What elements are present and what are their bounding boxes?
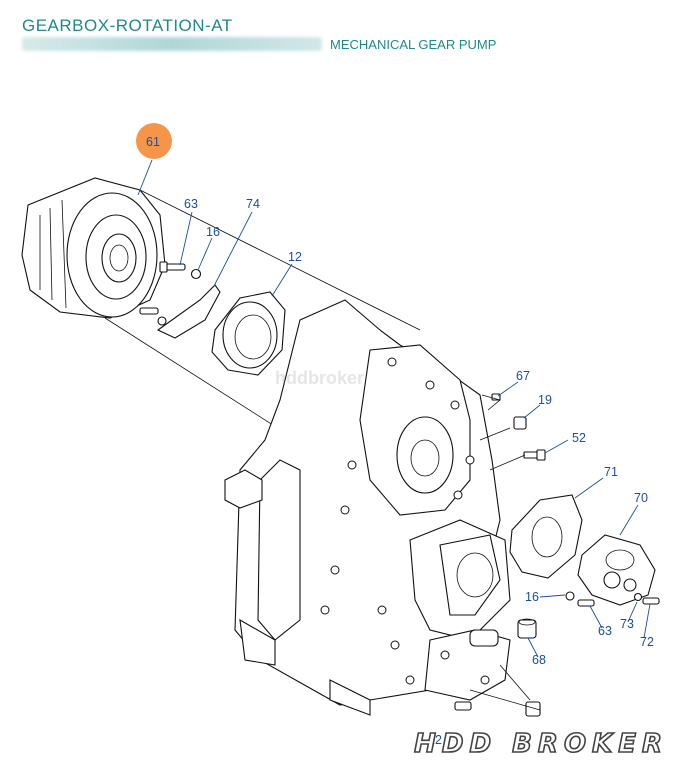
bolt-bottom-right[interactable] (525, 701, 541, 717)
flange-12[interactable] (211, 291, 286, 376)
washer-16-upper[interactable] (190, 268, 202, 280)
callout-74[interactable]: 74 (246, 197, 260, 211)
washer-73[interactable] (633, 592, 643, 602)
center-watermark: hddbroker (275, 368, 365, 388)
redacted-text (22, 37, 322, 51)
callout-63-lower[interactable]: 63 (598, 624, 612, 638)
callout-71[interactable]: 71 (604, 465, 618, 479)
gear-pump-70[interactable] (577, 534, 656, 606)
final-drive-part[interactable] (21, 177, 166, 319)
callout-12-lower[interactable]: 12 (428, 733, 442, 747)
washer-16-lower[interactable] (565, 591, 575, 601)
brand-watermark: HDD BROKER (413, 728, 668, 760)
diagram-subtitle: MECHANICAL GEAR PUMP (330, 37, 497, 52)
callout-73[interactable]: 73 (620, 617, 634, 631)
callout-63[interactable]: 63 (184, 197, 198, 211)
callout-16-lower[interactable]: 16 (525, 590, 539, 604)
callout-68[interactable]: 68 (532, 653, 546, 667)
callout-52[interactable]: 52 (572, 431, 586, 445)
callout-67[interactable]: 67 (516, 369, 530, 383)
callout-12[interactable]: 12 (288, 250, 302, 264)
callout-61[interactable]: 61 (146, 135, 160, 149)
gasket-71[interactable] (509, 494, 583, 579)
diagram-title: GEARBOX-ROTATION-AT (22, 16, 233, 35)
pump-mount-cover[interactable] (409, 519, 511, 701)
bolt-12-lower[interactable] (454, 701, 472, 711)
callout-16[interactable]: 16 (206, 225, 220, 239)
bolt-63-lower[interactable] (577, 599, 595, 607)
nut-19[interactable] (513, 416, 527, 430)
bolt-52[interactable] (523, 449, 546, 461)
bolt-63-upper[interactable] (159, 261, 186, 273)
callout-72[interactable]: 72 (640, 635, 654, 649)
plug-68[interactable] (517, 618, 537, 639)
bracket-74[interactable] (156, 284, 221, 339)
bolt-holes (320, 357, 490, 685)
highlight-marker (136, 123, 172, 159)
callout-70[interactable]: 70 (634, 491, 648, 505)
callout-19[interactable]: 19 (538, 393, 552, 407)
bolt-72[interactable] (642, 597, 660, 605)
bolt-lower[interactable] (139, 307, 167, 326)
